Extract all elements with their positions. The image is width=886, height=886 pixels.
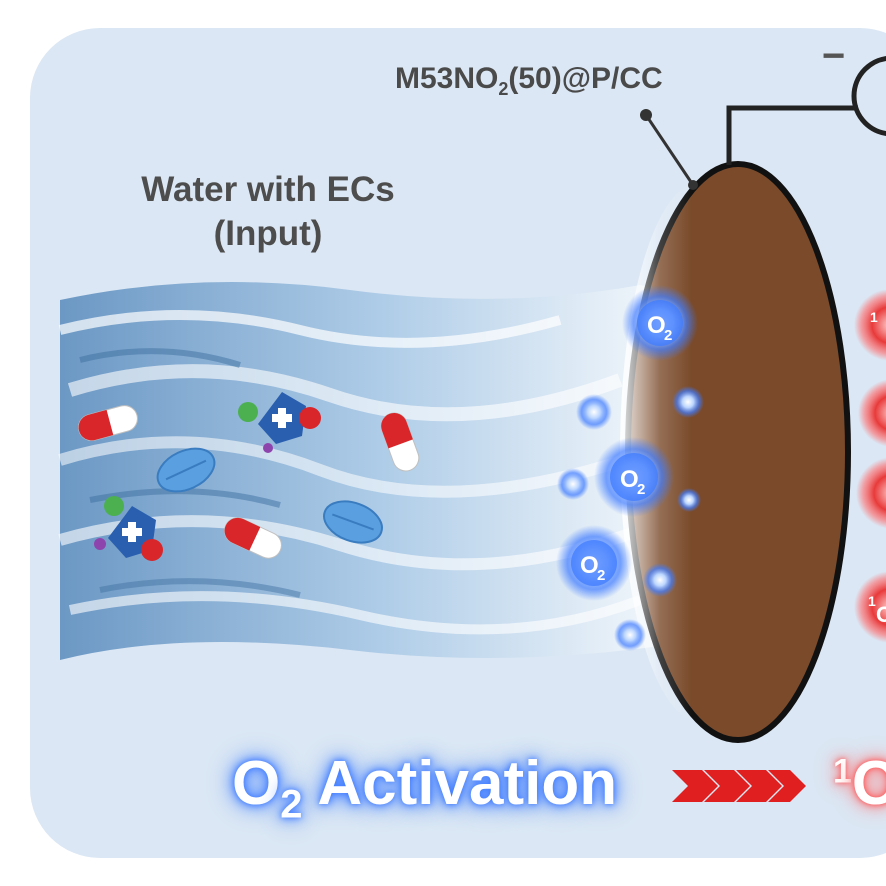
activation-text: Activation [302,749,618,818]
electrode-label: M53NO2(50)@P/CC [395,62,663,100]
singlet-oxygen-icon: 1 [854,289,886,361]
svg-text:O: O [647,312,666,339]
svg-text:2: 2 [664,327,672,344]
circuit-wire [726,105,858,165]
pill-capsule-icon [224,517,282,559]
svg-text:O: O [580,552,599,579]
tablet-icon [323,500,383,544]
activation-prefix: O [232,749,281,818]
input-title-line1: Water with ECs [141,170,395,209]
minus-sign: − [822,34,846,78]
activation-label: O2 Activation [232,748,617,827]
pathogen-icon [94,496,163,561]
activation-sub: 2 [280,782,303,827]
svg-text:1: 1 [868,593,876,609]
svg-text:1: 1 [870,309,878,325]
label-pointer [644,114,695,186]
chevron-arrows-icon [672,770,806,802]
svg-text:O: O [620,466,639,493]
product-text: O [851,749,886,818]
product-label: 1O [833,748,886,819]
o2-bubble: O 2 [556,525,632,601]
power-source-icon [851,55,886,137]
svg-text:2: 2 [637,481,645,498]
svg-text:O: O [876,602,886,627]
input-title: Water with ECs (Input) [118,168,418,256]
o2-bubble: O 2 [622,285,698,361]
pill-capsule-icon [78,405,138,441]
product-sup: 1 [833,752,852,791]
tablet-icon [156,447,216,493]
pathogen-icon [238,392,321,453]
o2-bubble: O 2 [594,437,674,517]
pill-capsule-icon [380,412,420,472]
water-stream [58,282,700,660]
singlet-oxygen-icon [858,379,886,447]
electrode-label-main: M53NO [395,62,499,95]
electrode-label-sub: 2 [498,79,509,99]
input-title-line2: (Input) [213,214,323,253]
singlet-oxygen-icon [856,457,886,529]
svg-text:2: 2 [597,567,605,584]
singlet-oxygen-icon: 1 O [854,571,886,643]
electrode-label-rest: (50)@P/CC [508,62,663,95]
sparkle-particles [557,386,704,651]
